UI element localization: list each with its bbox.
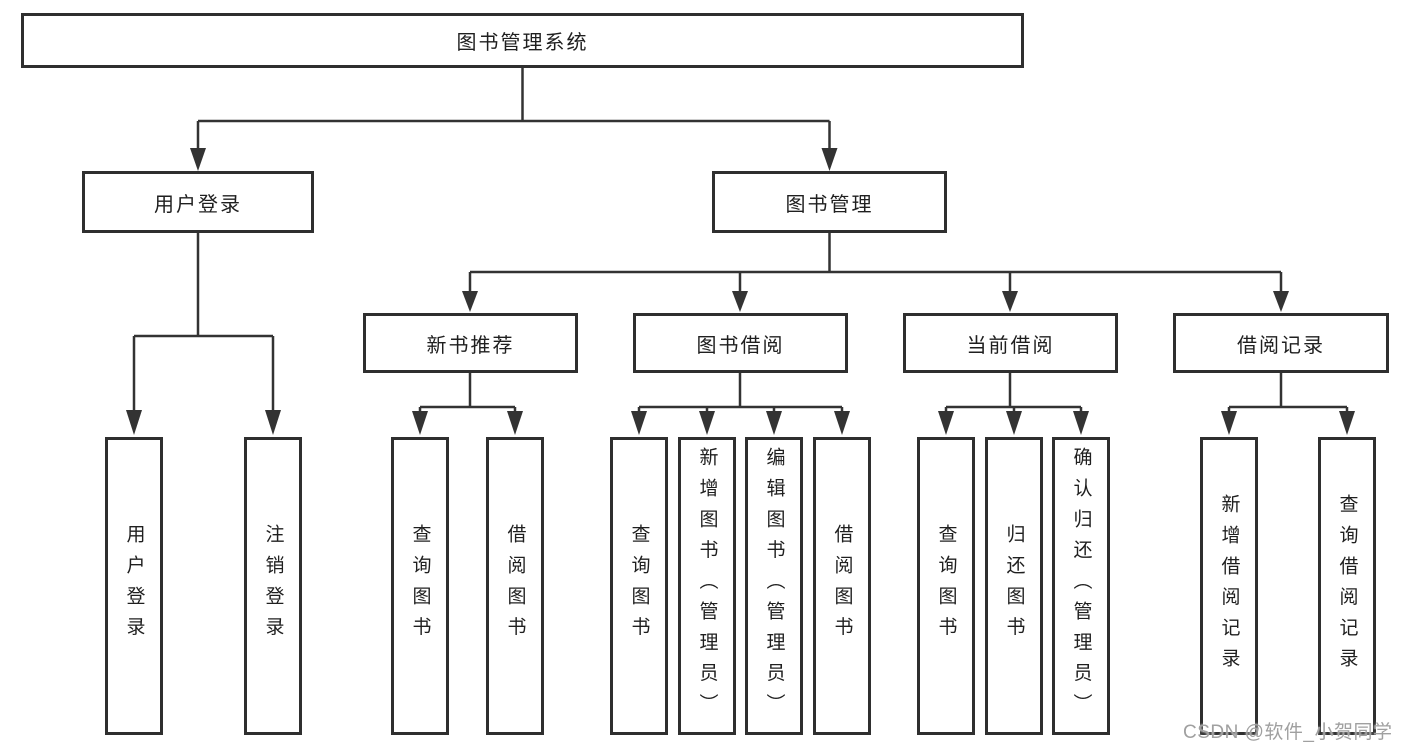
leaf-add-books-admin: 新增图书（管理员） <box>678 437 736 735</box>
arrow-down-icon <box>1006 411 1022 435</box>
arrow-down-icon <box>1002 291 1018 312</box>
arrow-down-icon <box>190 148 206 171</box>
arrow-down-icon <box>938 411 954 435</box>
node-user-login: 用户登录 <box>82 171 314 233</box>
node-book-borrowing: 图书借阅 <box>633 313 848 373</box>
node-book-management: 图书管理 <box>712 171 947 233</box>
leaf-query-books: 查询图书 <box>391 437 449 735</box>
leaf-query-books: 查询图书 <box>610 437 668 735</box>
leaf-add-borrow-record: 新增借阅记录 <box>1200 437 1258 735</box>
arrow-down-icon <box>1273 291 1289 312</box>
arrow-down-icon <box>126 410 142 435</box>
node-borrowing-records: 借阅记录 <box>1173 313 1389 373</box>
arrow-down-icon <box>834 411 850 435</box>
arrow-down-icon <box>412 411 428 435</box>
arrow-down-icon <box>631 411 647 435</box>
arrow-down-icon <box>1073 411 1089 435</box>
node-new-book-recommendation: 新书推荐 <box>363 313 578 373</box>
arrow-down-icon <box>821 148 838 171</box>
arrow-down-icon <box>766 411 782 435</box>
leaf-borrow-books: 借阅图书 <box>813 437 871 735</box>
csdn-watermark: CSDN @软件_小贺同学 <box>1183 722 1393 743</box>
node-library-management-system: 图书管理系统 <box>21 13 1024 68</box>
arrow-down-icon <box>699 411 715 435</box>
arrow-down-icon <box>1339 411 1355 435</box>
leaf-user-login: 用户登录 <box>105 437 163 735</box>
leaf-query-books: 查询图书 <box>917 437 975 735</box>
leaf-confirm-return-admin: 确认归还（管理员） <box>1052 437 1110 735</box>
leaf-borrow-books: 借阅图书 <box>486 437 544 735</box>
leaf-return-books: 归还图书 <box>985 437 1043 735</box>
leaf-query-borrow-record: 查询借阅记录 <box>1318 437 1376 735</box>
arrow-down-icon <box>265 410 281 435</box>
arrow-down-icon <box>732 291 748 312</box>
node-current-borrowing: 当前借阅 <box>903 313 1118 373</box>
arrow-down-icon <box>1221 411 1237 435</box>
leaf-logout: 注销登录 <box>244 437 302 735</box>
arrow-down-icon <box>507 411 523 435</box>
leaf-edit-books-admin: 编辑图书（管理员） <box>745 437 803 735</box>
arrow-down-icon <box>462 291 478 312</box>
